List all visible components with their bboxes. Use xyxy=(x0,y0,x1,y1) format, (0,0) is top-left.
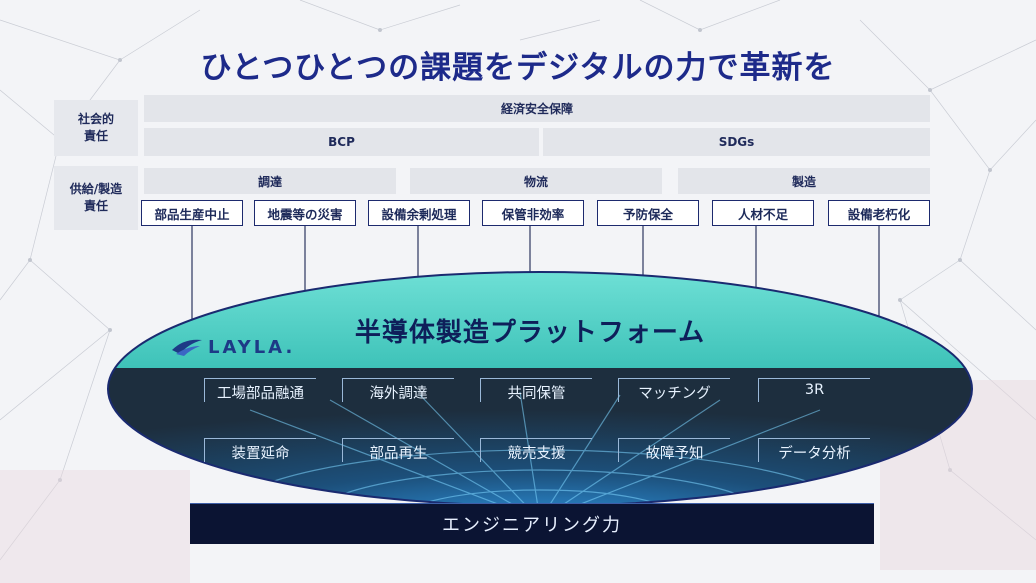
issue-box: 設備余剰処理 xyxy=(368,200,470,226)
service-item: 故障予知 xyxy=(618,438,730,462)
bar-procurement: 調達 xyxy=(144,168,396,194)
bar-manufacturing: 製造 xyxy=(678,168,930,194)
issue-box: 予防保全 xyxy=(597,200,699,226)
service-item: データ分析 xyxy=(758,438,870,462)
logo-text: LAYLA. xyxy=(208,336,296,358)
bar-sdgs: SDGs xyxy=(543,128,930,156)
issue-box: 部品生産中止 xyxy=(141,200,243,226)
engineering-foundation-bar: エンジニアリング力 xyxy=(190,503,874,544)
row-label-line: 責任 xyxy=(83,129,108,143)
row-label-line: 責任 xyxy=(83,199,108,213)
page-title: ひとつひとつの課題をデジタルの力で革新を xyxy=(200,50,836,86)
issue-box: 設備老朽化 xyxy=(828,200,930,226)
service-item: 海外調達 xyxy=(342,378,454,402)
bar-logistics: 物流 xyxy=(410,168,662,194)
bar-bcp: BCP xyxy=(144,128,539,156)
bar-economic-security: 経済安全保障 xyxy=(144,95,930,122)
row-label-social-responsibility: 社会的 責任 xyxy=(54,100,138,156)
layla-logo-icon xyxy=(172,339,202,356)
service-item: マッチング xyxy=(618,378,730,402)
issue-box: 人材不足 xyxy=(712,200,814,226)
issue-box: 地震等の災害 xyxy=(254,200,356,226)
row-label-line: 社会的 xyxy=(77,112,114,126)
issue-box: 保管非効率 xyxy=(482,200,584,226)
layla-logo: LAYLA. xyxy=(170,336,295,358)
service-item: 3R xyxy=(758,378,870,402)
row-label-line: 供給/製造 xyxy=(69,182,123,196)
service-item: 競売支援 xyxy=(480,438,592,462)
service-item: 部品再生 xyxy=(342,438,454,462)
service-item: 装置延命 xyxy=(204,438,316,462)
platform-title: 半導体製造プラットフォーム xyxy=(354,318,706,348)
service-item: 共同保管 xyxy=(480,378,592,402)
row-label-supply-responsibility: 供給/製造 責任 xyxy=(54,166,138,230)
service-item: 工場部品融通 xyxy=(204,378,316,402)
